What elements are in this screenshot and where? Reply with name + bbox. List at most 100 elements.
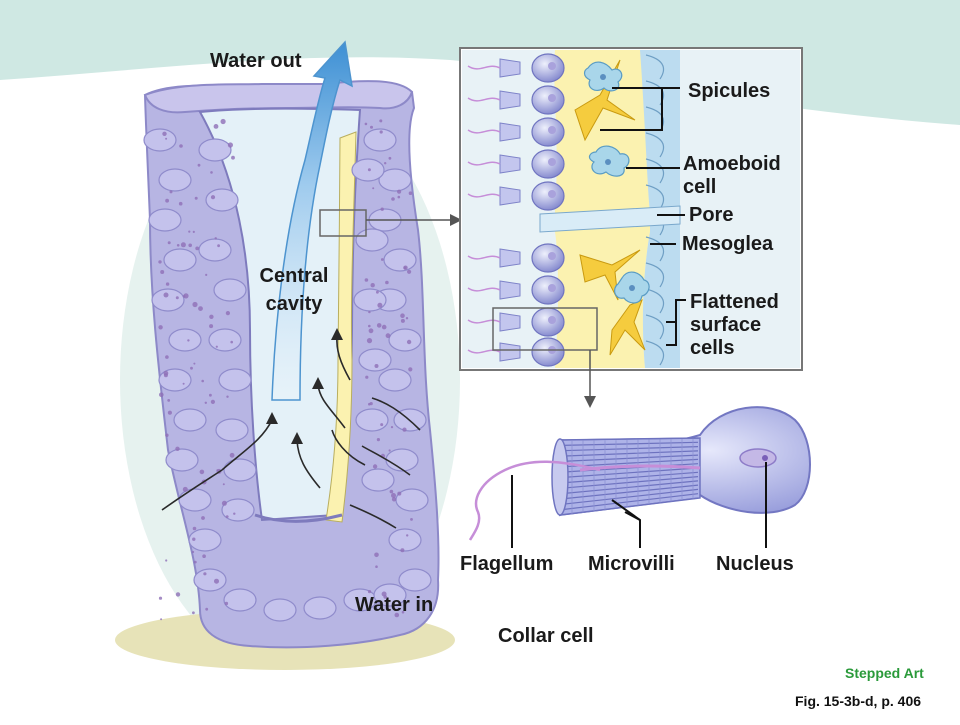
sponge-spot [224,601,229,606]
zoom-box-wall [319,209,367,237]
water-in-arrow [161,469,223,511]
zoom-connector-arrowhead [450,214,462,226]
sponge-spot [205,273,208,276]
stepped-art-label: Stepped Art [845,665,924,681]
label-microvilli: Microvilli [588,553,675,575]
water-in-arrow [331,429,366,466]
sponge-bump [383,248,417,272]
sponge-spot [176,244,180,247]
label-mesoglea: Mesoglea [682,233,774,255]
sponge-spot [408,191,413,195]
zoom-box-collar [492,307,598,351]
sponge-spot [376,290,379,294]
pore-channel [539,205,681,233]
sponge-spot [192,611,195,615]
sponge-spot [367,168,371,172]
sponge-bump [263,598,297,622]
collar [499,154,521,174]
microvilli-collar [551,437,701,516]
sponge-spot [233,512,236,515]
surface-cell-outline [645,54,665,80]
sponge-spot [165,282,170,286]
flagellum-mini [467,97,501,102]
sponge-spot [403,265,408,270]
sponge-spot [380,258,384,261]
sponge-spot [366,338,373,344]
sponge-bump [303,596,337,620]
collar-cell-bulb [531,149,565,179]
arrowhead [331,328,343,340]
sponge-spot [187,339,190,342]
amoeboid-nucleus [605,159,611,165]
label-spicules: Spicules [688,80,771,102]
sponge-spot [209,324,214,329]
sponge-spot [227,142,233,148]
label-flagellum: Flagellum [460,553,554,575]
sponge-spot [217,244,221,248]
sponge-spot [204,401,207,404]
sponge-spot [397,195,401,199]
sponge-bump [205,188,239,212]
sponge-spot [167,410,172,415]
collar-cell-bulb [531,53,565,83]
sponge-spot [389,489,394,494]
collar [499,280,521,300]
sponge-spot [163,373,168,378]
sponge-spot [214,578,219,584]
sponge-spot [368,328,374,334]
arrowhead [291,432,303,444]
label-water-out: Water out [210,50,302,72]
sponge-bump [163,248,197,272]
sponge-spot [391,497,397,502]
sponge-bump [378,168,412,192]
sponge-bump [221,498,255,522]
flagellum-mini [467,129,501,134]
collar [499,248,521,268]
sponge-spots [158,118,413,621]
sponge-spot [376,438,380,442]
sponge-spot [220,118,226,125]
flagellum-mini [467,349,501,354]
collar-cells-column [467,53,565,367]
microvillus [561,493,699,511]
flagellum-mini [467,319,501,324]
sponge-spot [214,237,217,240]
surface-cell-outline [645,288,665,314]
collar [499,122,521,142]
collar-cell-nucleolus [762,455,768,461]
sponge-bump [355,408,389,432]
collar-cell-illustration [468,406,811,548]
collar-cell-leaders [511,462,767,548]
sponge-rim [143,80,414,114]
collar-cell-nucleus-mini [548,252,556,260]
water-in-arrow [349,504,397,529]
sponge-spot [165,198,170,203]
label-flattened-surface-cells: Flattened surface cells [690,291,779,359]
label-nucleus: Nucleus [716,553,794,575]
water-in-arrow [296,439,321,489]
sponge-spot [175,296,179,300]
sponge-spot [192,230,195,233]
mesoglea-lining [325,131,357,523]
sponge-spot [377,302,383,308]
sponge-spot [190,366,193,370]
sponge-spot [165,559,168,562]
sponge-spot [369,402,373,406]
flagellum-mini [467,255,501,260]
sponge-bump [361,468,395,492]
sponge-spot [210,399,215,404]
sponge-spot [165,433,169,437]
collar-cell-bulb [531,337,565,367]
microvillus [561,471,699,484]
sponge-body [143,40,462,649]
sponge-spot [165,137,168,140]
sponge-bump [198,138,232,162]
sponge-spot [213,124,219,129]
sponge-spot [229,452,235,458]
sponge-spot [192,550,195,554]
sponge-spot [374,364,379,368]
sponge-spot [197,163,201,167]
microvillus [561,437,699,441]
sponge-spot [201,379,204,383]
